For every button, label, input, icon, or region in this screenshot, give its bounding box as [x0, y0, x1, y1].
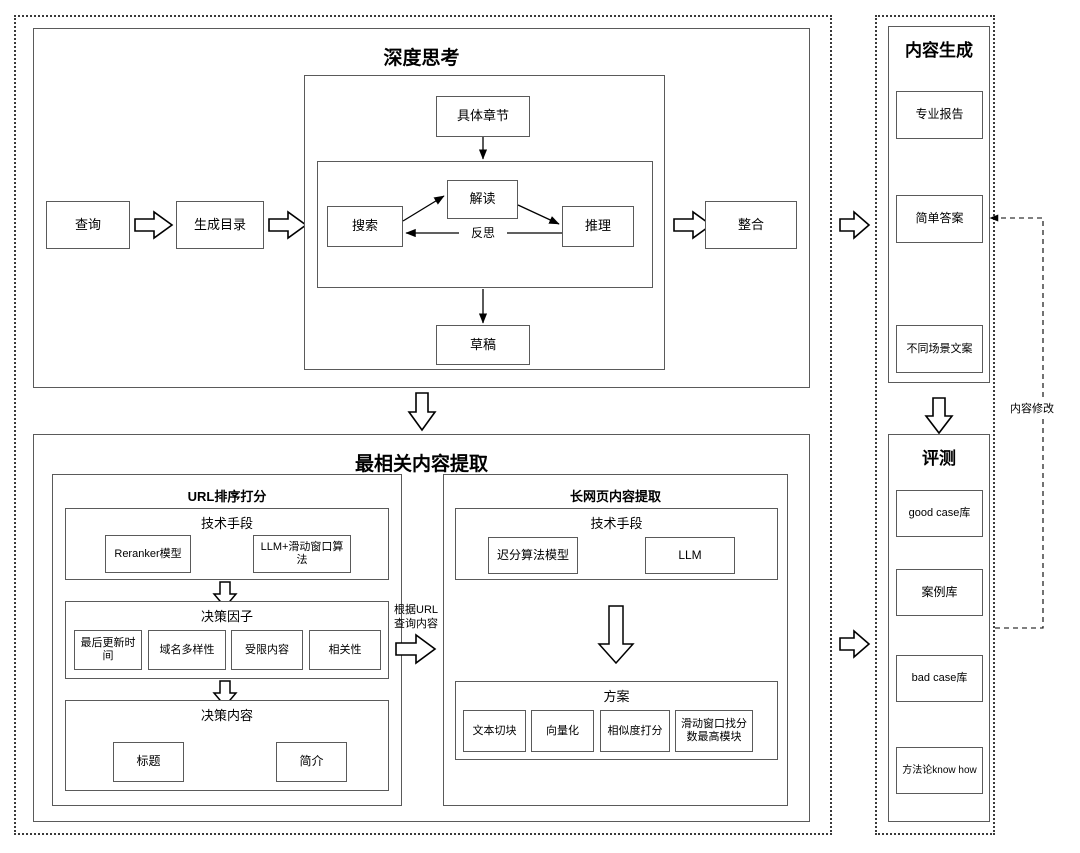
arrow-to-evaluation	[839, 629, 871, 659]
content-generation-title: 内容生成	[905, 41, 973, 60]
node-llm[interactable]: LLM	[645, 537, 735, 574]
node-late-chunking-model[interactable]: 迟分算法模型	[488, 537, 578, 574]
node-text-chunking[interactable]: 文本切块	[463, 710, 526, 752]
node-scenario-copy[interactable]: 不同场景文案	[896, 325, 983, 373]
node-draft[interactable]: 草稿	[436, 325, 530, 365]
node-generate-outline[interactable]: 生成目录	[176, 201, 264, 249]
node-vectorization[interactable]: 向量化	[531, 710, 594, 752]
node-simple-answer[interactable]: 简单答案	[896, 195, 983, 243]
node-sliding-window-best[interactable]: 滑动窗口找分数最高模块	[675, 710, 753, 752]
url-tech-means-title: 技术手段	[200, 516, 253, 531]
node-specific-chapter[interactable]: 具体章节	[436, 96, 530, 137]
node-professional-report[interactable]: 专业报告	[896, 91, 983, 139]
decision-factors-title: 决策因子	[200, 609, 253, 624]
long-page-title: 长网页内容提取	[569, 489, 661, 504]
node-similarity-score[interactable]: 相似度打分	[600, 710, 670, 752]
bridge-label: 根据URL 查询内容	[394, 604, 439, 630]
node-search[interactable]: 搜索	[327, 206, 403, 247]
decision-content-title: 决策内容	[200, 708, 253, 723]
node-relevance[interactable]: 相关性	[309, 630, 381, 670]
deep-thinking-title: 深度思考	[383, 48, 460, 69]
node-reranker-model[interactable]: Reranker模型	[105, 535, 191, 573]
extraction-title: 最相关内容提取	[354, 454, 488, 475]
node-interpret[interactable]: 解读	[447, 180, 518, 219]
node-integrate[interactable]: 整合	[705, 201, 797, 249]
solution-title: 方案	[603, 689, 630, 704]
node-last-update-time[interactable]: 最后更新时间	[74, 630, 142, 670]
reflect-label: 反思	[459, 224, 507, 241]
node-domain-diversity[interactable]: 域名多样性	[148, 630, 226, 670]
node-methodology-knowhow[interactable]: 方法论know how	[896, 747, 983, 794]
node-good-case-library[interactable]: good case库	[896, 490, 983, 537]
node-summary[interactable]: 简介	[276, 742, 347, 782]
node-title[interactable]: 标题	[113, 742, 184, 782]
left-dashed-group	[14, 15, 832, 835]
evaluation-title: 评测	[922, 449, 956, 468]
node-reason[interactable]: 推理	[562, 206, 634, 247]
node-case-library[interactable]: 案例库	[896, 569, 983, 616]
node-query[interactable]: 查询	[46, 201, 130, 249]
arrow-to-content-generation	[839, 210, 871, 240]
node-llm-sliding-window[interactable]: LLM+滑动窗口算法	[253, 535, 351, 573]
url-ranking-title: URL排序打分	[187, 489, 267, 504]
node-restricted-content[interactable]: 受限内容	[231, 630, 303, 670]
node-bad-case-library[interactable]: bad case库	[896, 655, 983, 702]
longpage-tech-means-title: 技术手段	[590, 516, 643, 531]
feedback-label: 内容修改	[1010, 398, 1072, 418]
